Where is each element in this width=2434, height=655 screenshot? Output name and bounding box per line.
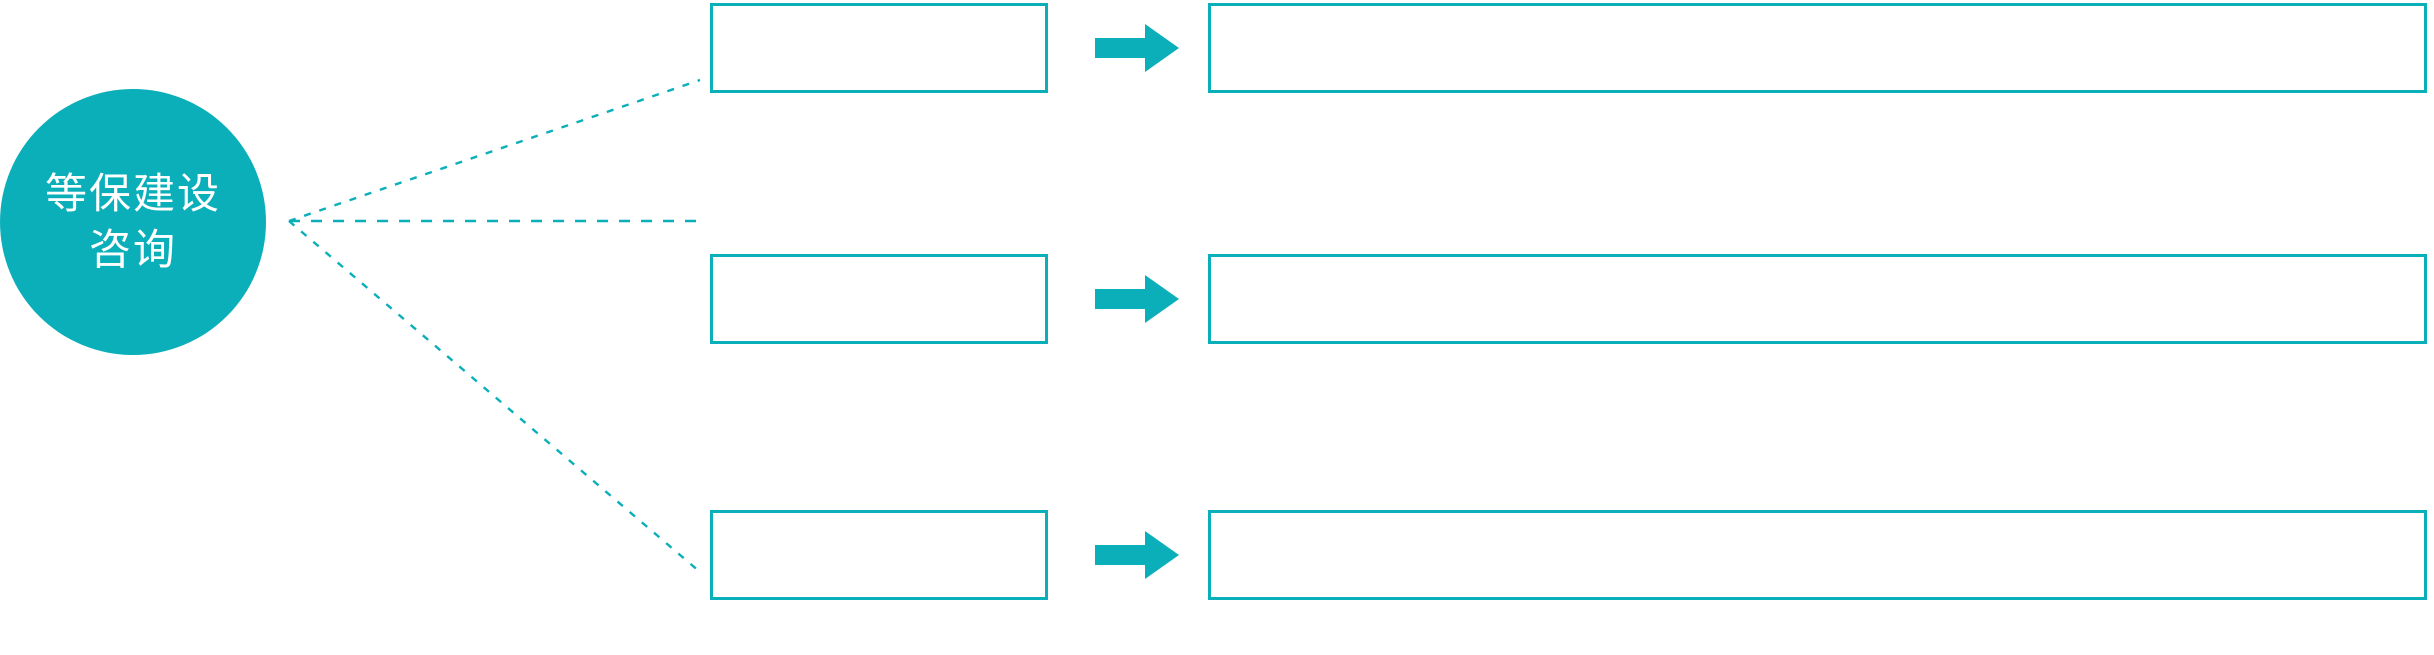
stage-box-row-3[interactable] [710,510,1048,600]
right-arrow-icon-row-3 [1095,531,1179,579]
hub-label-line-2: 咨询 [88,226,177,273]
detail-box-row-2[interactable] [1208,254,2427,344]
connector-line-to-row-3 [288,220,701,573]
right-arrow-icon-row-1 [1095,24,1179,72]
hub-label-line-1: 等保建设 [44,170,221,217]
connector-line-to-row-1 [288,78,701,223]
right-arrow-icon-row-2 [1095,275,1179,323]
detail-box-row-1[interactable] [1208,3,2427,93]
hub-circle[interactable]: 等保建设 咨询 [0,89,266,355]
stage-box-row-1[interactable] [710,3,1048,93]
stage-box-row-2[interactable] [710,254,1048,344]
detail-box-row-3[interactable] [1208,510,2427,600]
